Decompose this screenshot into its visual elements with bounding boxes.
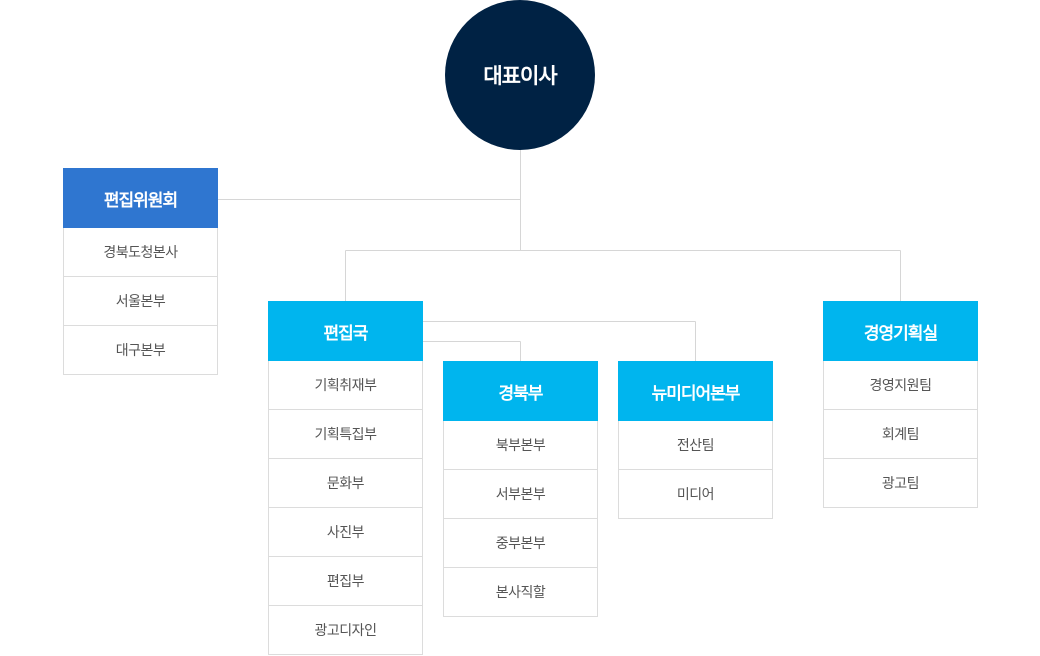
editorial-box: 편집국 기획취재부 기획특집부 문화부 사진부 편집부 광고디자인 [268, 301, 423, 655]
committee-item: 서울본부 [63, 277, 218, 326]
committee-box: 편집위원회 경북도청본사 서울본부 대구본부 [63, 168, 218, 375]
editorial-item: 문화부 [268, 459, 423, 508]
management-box: 경영기획실 경영지원팀 회계팀 광고팀 [823, 301, 978, 508]
gyeongbuk-item: 중부본부 [443, 519, 598, 568]
management-title: 경영기획실 [823, 301, 978, 361]
newmedia-item: 전산팀 [618, 421, 773, 470]
newmedia-title: 뉴미디어본부 [618, 361, 773, 421]
management-item: 회계팀 [823, 410, 978, 459]
gyeongbuk-box: 경북부 북부본부 서부본부 중부본부 본사직할 [443, 361, 598, 617]
newmedia-item: 미디어 [618, 470, 773, 519]
editorial-title: 편집국 [268, 301, 423, 361]
management-item: 광고팀 [823, 459, 978, 508]
gyeongbuk-item: 서부본부 [443, 470, 598, 519]
management-item: 경영지원팀 [823, 361, 978, 410]
editorial-item: 광고디자인 [268, 606, 423, 655]
editorial-item: 기획특집부 [268, 410, 423, 459]
editorial-item: 기획취재부 [268, 361, 423, 410]
editorial-item: 사진부 [268, 508, 423, 557]
ceo-label: 대표이사 [483, 64, 557, 88]
committee-item: 대구본부 [63, 326, 218, 375]
gyeongbuk-item: 본사직할 [443, 568, 598, 617]
gyeongbuk-title: 경북부 [443, 361, 598, 421]
gyeongbuk-item: 북부본부 [443, 421, 598, 470]
editorial-item: 편집부 [268, 557, 423, 606]
ceo-node: 대표이사 [445, 0, 595, 150]
committee-title: 편집위원회 [63, 168, 218, 228]
newmedia-box: 뉴미디어본부 전산팀 미디어 [618, 361, 773, 519]
committee-item: 경북도청본사 [63, 228, 218, 277]
